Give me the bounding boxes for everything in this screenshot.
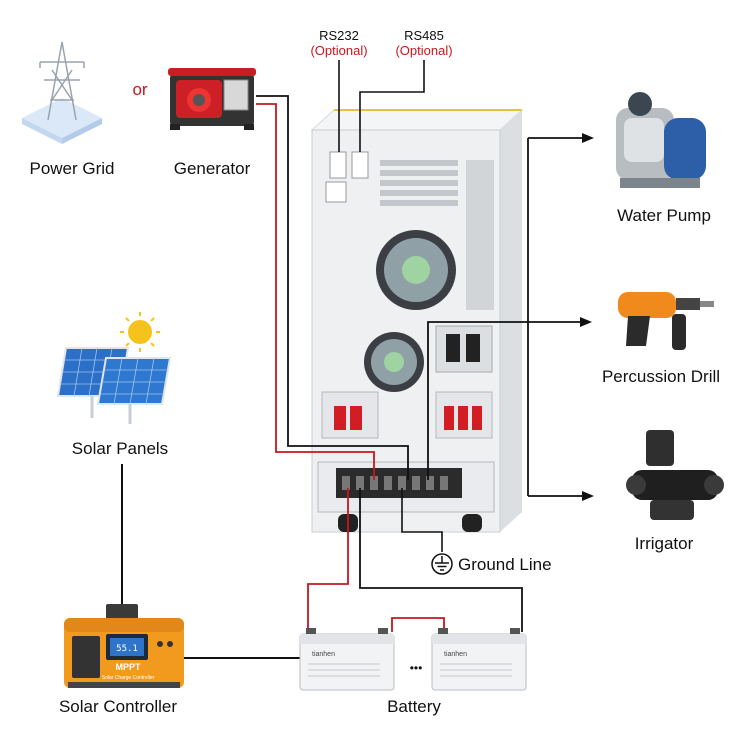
battery-icon: tianhen	[299, 628, 395, 691]
wire-generator-red	[256, 103, 375, 480]
rs232-optional-label: (Optional)	[310, 43, 367, 58]
power-grid-icon	[22, 41, 102, 144]
wire-ground	[401, 488, 443, 552]
water-pump-icon	[616, 92, 706, 188]
solar-panel-icon	[56, 347, 172, 424]
drill-icon	[618, 292, 714, 350]
wire-generator-black	[256, 95, 409, 480]
percussion-drill-label: Percussion Drill	[602, 367, 720, 386]
generator-icon	[168, 68, 256, 130]
battery-ellipsis: •••	[410, 661, 423, 675]
ground-line-label: Ground Line	[458, 555, 552, 574]
irrigator-icon	[626, 430, 724, 520]
water-pump-label: Water Pump	[617, 206, 711, 225]
battery-2-brand-text: tianhen	[444, 651, 467, 658]
or-label: or	[132, 80, 147, 99]
wire-battery-negative	[359, 488, 523, 632]
battery-label: Battery	[387, 697, 441, 716]
sun-icon	[120, 312, 160, 352]
solar-panels-label: Solar Panels	[72, 439, 168, 458]
wire-rs485	[359, 60, 425, 152]
wire-battery-positive	[307, 488, 349, 632]
wire-battery-link	[391, 617, 445, 632]
wire-output-drill	[427, 321, 580, 480]
rs232-label: RS232	[319, 28, 359, 43]
rs485-optional-label: (Optional)	[395, 43, 452, 58]
generator-label: Generator	[174, 159, 251, 178]
controller-mppt-text: MPPT	[115, 662, 141, 672]
solar-controller-icon: 55.1 MPPT Solar Charge Controller	[64, 604, 184, 688]
battery-icon-2: tianhen	[431, 628, 527, 691]
inverter-cabinet	[310, 109, 524, 533]
ground-icon	[431, 553, 453, 575]
irrigator-label: Irrigator	[635, 534, 694, 553]
controller-sub-text: Solar Charge Controller	[102, 675, 155, 681]
power-grid-label: Power Grid	[29, 159, 114, 178]
rs485-label: RS485	[404, 28, 444, 43]
solar-controller-label: Solar Controller	[59, 697, 177, 716]
controller-lcd-text: 55.1	[116, 644, 138, 654]
battery-brand-text: tianhen	[312, 651, 335, 658]
